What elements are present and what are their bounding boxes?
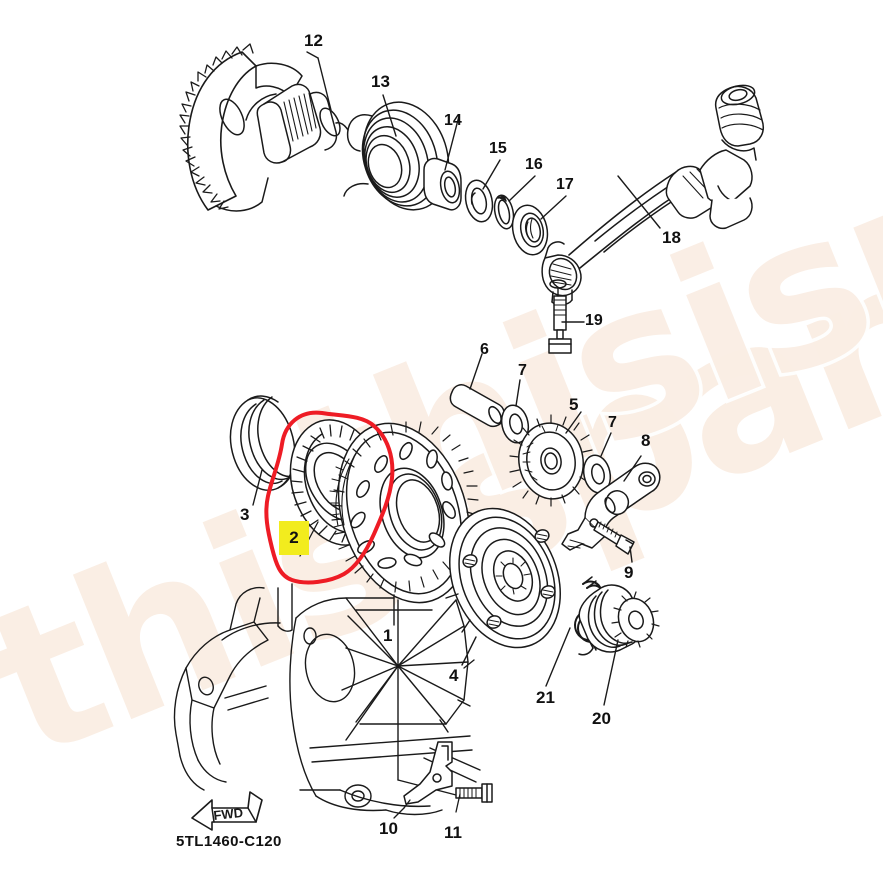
part-13-kick-return-spring [335, 94, 450, 211]
part-9-stopper-lever-bolt [593, 521, 635, 563]
callout-19: 19 [585, 312, 603, 329]
callout-7-lower: 7 [608, 414, 617, 431]
highlight-outline [264, 410, 395, 585]
callout-4: 4 [449, 666, 459, 685]
part-12-kick-starter-shaft [179, 43, 341, 212]
part-1-starter-clutch-driven-gear [329, 421, 479, 626]
callout-14: 14 [444, 112, 462, 129]
callout-21: 21 [536, 688, 555, 707]
callout-6: 6 [480, 341, 489, 358]
highlight-label-badge: 2 [279, 521, 309, 555]
callout-10: 10 [379, 819, 398, 838]
part-5-idle-gear [509, 411, 593, 507]
callout-8: 8 [641, 431, 651, 450]
fwd-arrow-marker [191, 791, 263, 831]
part-15-washer [464, 159, 501, 223]
callout-9: 9 [624, 563, 634, 582]
part-19-pinch-bolt [548, 279, 585, 354]
part-16-circlip [493, 175, 536, 230]
part-18-kick-crank-lever [541, 84, 764, 306]
part-6-idle-gear-shaft [449, 353, 506, 428]
fwd-arrow-label: FWD [213, 805, 244, 823]
part-8-stopper-lever [561, 455, 661, 551]
part-20-starter-pinion-gear [578, 584, 660, 706]
part-14-collar [423, 115, 462, 211]
part-10-stopper-plate [393, 741, 453, 819]
callout-3: 3 [240, 505, 250, 524]
crankcase-outline [173, 583, 481, 816]
callout-20: 20 [592, 709, 611, 728]
callout-18: 18 [662, 228, 681, 247]
callout-13: 13 [371, 72, 390, 91]
callout-5: 5 [569, 395, 579, 414]
part-17-oil-seal [511, 195, 567, 256]
part-3-clutch-sleeve-ring [229, 395, 299, 506]
callout-1: 1 [383, 626, 393, 645]
part-7-washer-upper [500, 379, 530, 444]
diagram-code: 5TL1460-C120 [176, 833, 282, 850]
part-4-magneto-flywheel-rotor [449, 507, 561, 666]
callout-16: 16 [525, 156, 543, 173]
callout-11: 11 [444, 823, 462, 842]
part-7-washer-lower [582, 432, 612, 494]
callout-7-upper: 7 [518, 362, 527, 379]
callout-12: 12 [304, 31, 323, 50]
callout-17: 17 [556, 176, 574, 193]
part-11-stopper-plate-bolt [455, 783, 493, 813]
callout-15: 15 [489, 140, 507, 157]
